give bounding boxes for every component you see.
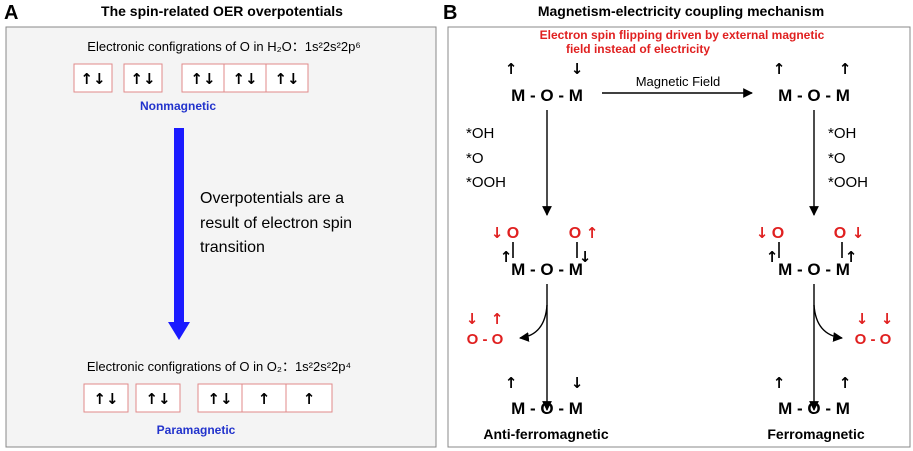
- orbital-box: [223, 63, 267, 93]
- mom-unit: M - O - M: [511, 86, 583, 105]
- o2-molecule: O - O: [855, 331, 892, 348]
- spin-down-arrow: ↓: [571, 60, 584, 78]
- orbital-spins: ↑↓: [145, 390, 170, 408]
- orbital-box: [135, 383, 181, 413]
- spin-down-arrow: ↓: [856, 310, 869, 328]
- adsorbate-ooh: *OOH: [828, 174, 868, 191]
- config-h2o-text: Electronic configrations of O in H₂O：1s²…: [87, 39, 360, 54]
- spin-up-arrow: ↑: [505, 60, 518, 78]
- orbital-spins: ↑↓: [207, 390, 232, 408]
- anti-ferromagnetic-label: Anti-ferromagnetic: [483, 426, 608, 442]
- spin-up-arrow: ↑: [773, 374, 786, 392]
- adsorbate-oh: *OH: [828, 125, 856, 142]
- note-line-2: field instead of electricity: [566, 42, 710, 56]
- o2-molecule: O - O: [467, 331, 504, 348]
- adsorbate-o: *O: [828, 150, 846, 167]
- oxygen-release-arrow: [519, 304, 548, 342]
- adsorbate-ooh: *OOH: [466, 174, 506, 191]
- orbital-spins: ↑↓: [130, 70, 155, 88]
- orbital-spins: ↑↓: [190, 70, 215, 88]
- paramagnetic-label: Paramagnetic: [157, 423, 236, 437]
- spin-down-arrow: ↓: [852, 224, 865, 242]
- spin-up-arrow: ↑: [491, 310, 504, 328]
- panel-b-letter: B: [443, 2, 457, 24]
- spin-down-arrow: ↓: [881, 310, 894, 328]
- orbital-box: [83, 383, 129, 413]
- panel-a-frame: [5, 26, 437, 448]
- spin-up-arrow: ↑: [766, 248, 779, 266]
- spin-down-arrow: ↓: [579, 248, 592, 266]
- orbital-box: [123, 63, 163, 93]
- orbital-box: [265, 63, 309, 93]
- orbital-spins: ↑↓: [232, 70, 257, 88]
- spin-down-arrow: ↓: [466, 310, 479, 328]
- panel-a-letter: A: [4, 2, 18, 24]
- spin-down-arrow: ↓: [491, 224, 504, 242]
- spin-up-arrow: ↑: [773, 60, 786, 78]
- nonmagnetic-label: Nonmagnetic: [140, 99, 216, 113]
- oxygen-atom: O: [507, 225, 519, 242]
- adsorbate-oh: *OH: [466, 125, 494, 142]
- spin-up-arrow: ↑: [500, 248, 513, 266]
- statement-line-1: Overpotentials are a: [200, 190, 344, 207]
- panel-b-frame: [447, 26, 911, 448]
- panel-a-title: The spin-related OER overpotentials: [101, 3, 343, 19]
- spin-up-arrow: ↑: [505, 374, 518, 392]
- spin-down-arrow: ↓: [756, 224, 769, 242]
- ferromagnetic-label: Ferromagnetic: [767, 426, 864, 442]
- spin-down-arrow: ↓: [571, 374, 584, 392]
- magnetic-field-label: Magnetic Field: [636, 74, 721, 89]
- mom-unit: M - O - M: [511, 399, 583, 418]
- orbital-spins: ↑↓: [274, 70, 299, 88]
- spin-up-arrow: ↑: [845, 248, 858, 266]
- oxygen-atom: O: [569, 225, 581, 242]
- orbital-box: [73, 63, 113, 93]
- spin-up-arrow: ↑: [839, 374, 852, 392]
- oxygen-release-arrow: [813, 304, 843, 342]
- mom-unit: M - O - M: [778, 86, 850, 105]
- orbital-row-o2: ↑↓ ↑↓ ↑↓ ↑ ↑: [83, 383, 333, 413]
- statement-line-2: result of electron spin: [200, 215, 352, 232]
- orbital-row-h2o: ↑↓ ↑↓ ↑↓ ↑↓ ↑↓: [73, 63, 309, 93]
- config-o2-text: Electronic configrations of O in O₂：1s²2…: [87, 359, 351, 374]
- orbital-box: [197, 383, 243, 413]
- spin-up-arrow: ↑: [839, 60, 852, 78]
- mom-unit: M - O - M: [511, 260, 583, 279]
- orbital-box: [241, 383, 287, 413]
- orbital-spins: ↑: [303, 390, 316, 408]
- mom-unit: M - O - M: [778, 260, 850, 279]
- orbital-spins: ↑↓: [80, 70, 105, 88]
- orbital-box: [285, 383, 333, 413]
- oxygen-atom: O: [772, 225, 784, 242]
- adsorbate-o: *O: [466, 150, 484, 167]
- orbital-spins: ↑: [258, 390, 271, 408]
- intermediate-left: ↓ O O ↑ ↑ ↓ M - O - M: [491, 224, 599, 279]
- intermediate-right: ↓ O O ↓ ↑ ↑ M - O - M: [756, 224, 865, 279]
- transition-arrow: [168, 128, 190, 340]
- note-line-1: Electron spin flipping driven by externa…: [540, 28, 825, 42]
- oxygen-atom: O: [834, 225, 846, 242]
- orbital-spins: ↑↓: [93, 390, 118, 408]
- spin-up-arrow: ↑: [586, 224, 599, 242]
- statement-line-3: transition: [200, 239, 265, 256]
- panel-b-title: Magnetism-electricity coupling mechanism: [538, 3, 824, 19]
- mom-unit: M - O - M: [778, 399, 850, 418]
